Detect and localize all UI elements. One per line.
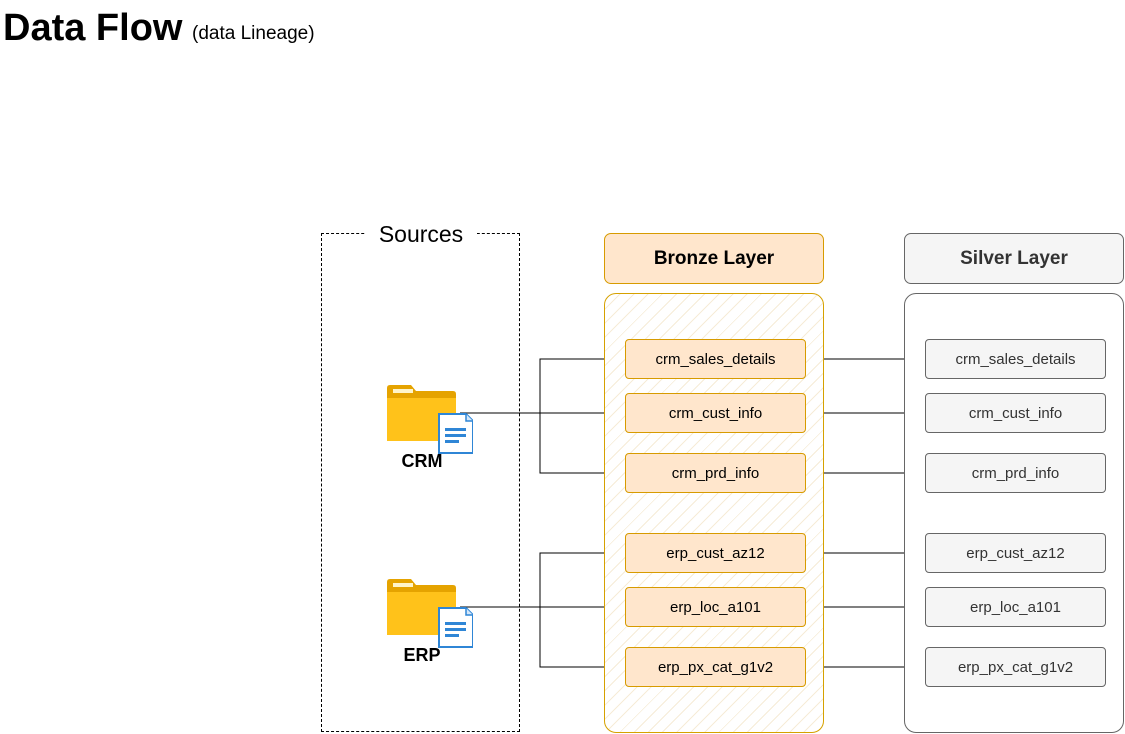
- source-label-erp: ERP: [403, 645, 441, 665]
- connector-crm-to-crm-prd-info: [539, 413, 625, 477]
- bronze-layer-header: Bronze Layer: [604, 233, 824, 284]
- silver-table-erp-px-cat-g1v2[interactable]: erp_px_cat_g1v2: [925, 647, 1106, 687]
- bronze-table-erp-px-cat-g1v2[interactable]: erp_px_cat_g1v2: [625, 647, 806, 687]
- source-label-crm: CRM: [401, 451, 443, 471]
- silver-table-erp-cust-az12[interactable]: erp_cust_az12: [925, 533, 1106, 573]
- sources-title: Sources: [365, 220, 477, 248]
- connector-erp-to-erp-px-cat-g1v2: [539, 607, 625, 671]
- bronze-table-crm-cust-info[interactable]: crm_cust_info: [625, 393, 806, 433]
- bronze-table-erp-cust-az12[interactable]: erp_cust_az12: [625, 533, 806, 573]
- page-subtitle: (data Lineage): [192, 23, 315, 44]
- silver-table-crm-sales-details[interactable]: crm_sales_details: [925, 339, 1106, 379]
- erp-folder-icon: [387, 579, 473, 648]
- bronze-table-crm-sales-details[interactable]: crm_sales_details: [625, 339, 806, 379]
- silver-table-crm-prd-info[interactable]: crm_prd_info: [925, 453, 1106, 493]
- bronze-table-erp-loc-a101[interactable]: erp_loc_a101: [625, 587, 806, 627]
- silver-table-erp-loc-a101[interactable]: erp_loc_a101: [925, 587, 1106, 627]
- page-title: Data Flow: [3, 7, 183, 49]
- silver-layer-header: Silver Layer: [904, 233, 1124, 284]
- crm-folder-icon: [387, 385, 473, 454]
- bronze-table-crm-prd-info[interactable]: crm_prd_info: [625, 453, 806, 493]
- silver-table-crm-cust-info[interactable]: crm_cust_info: [925, 393, 1106, 433]
